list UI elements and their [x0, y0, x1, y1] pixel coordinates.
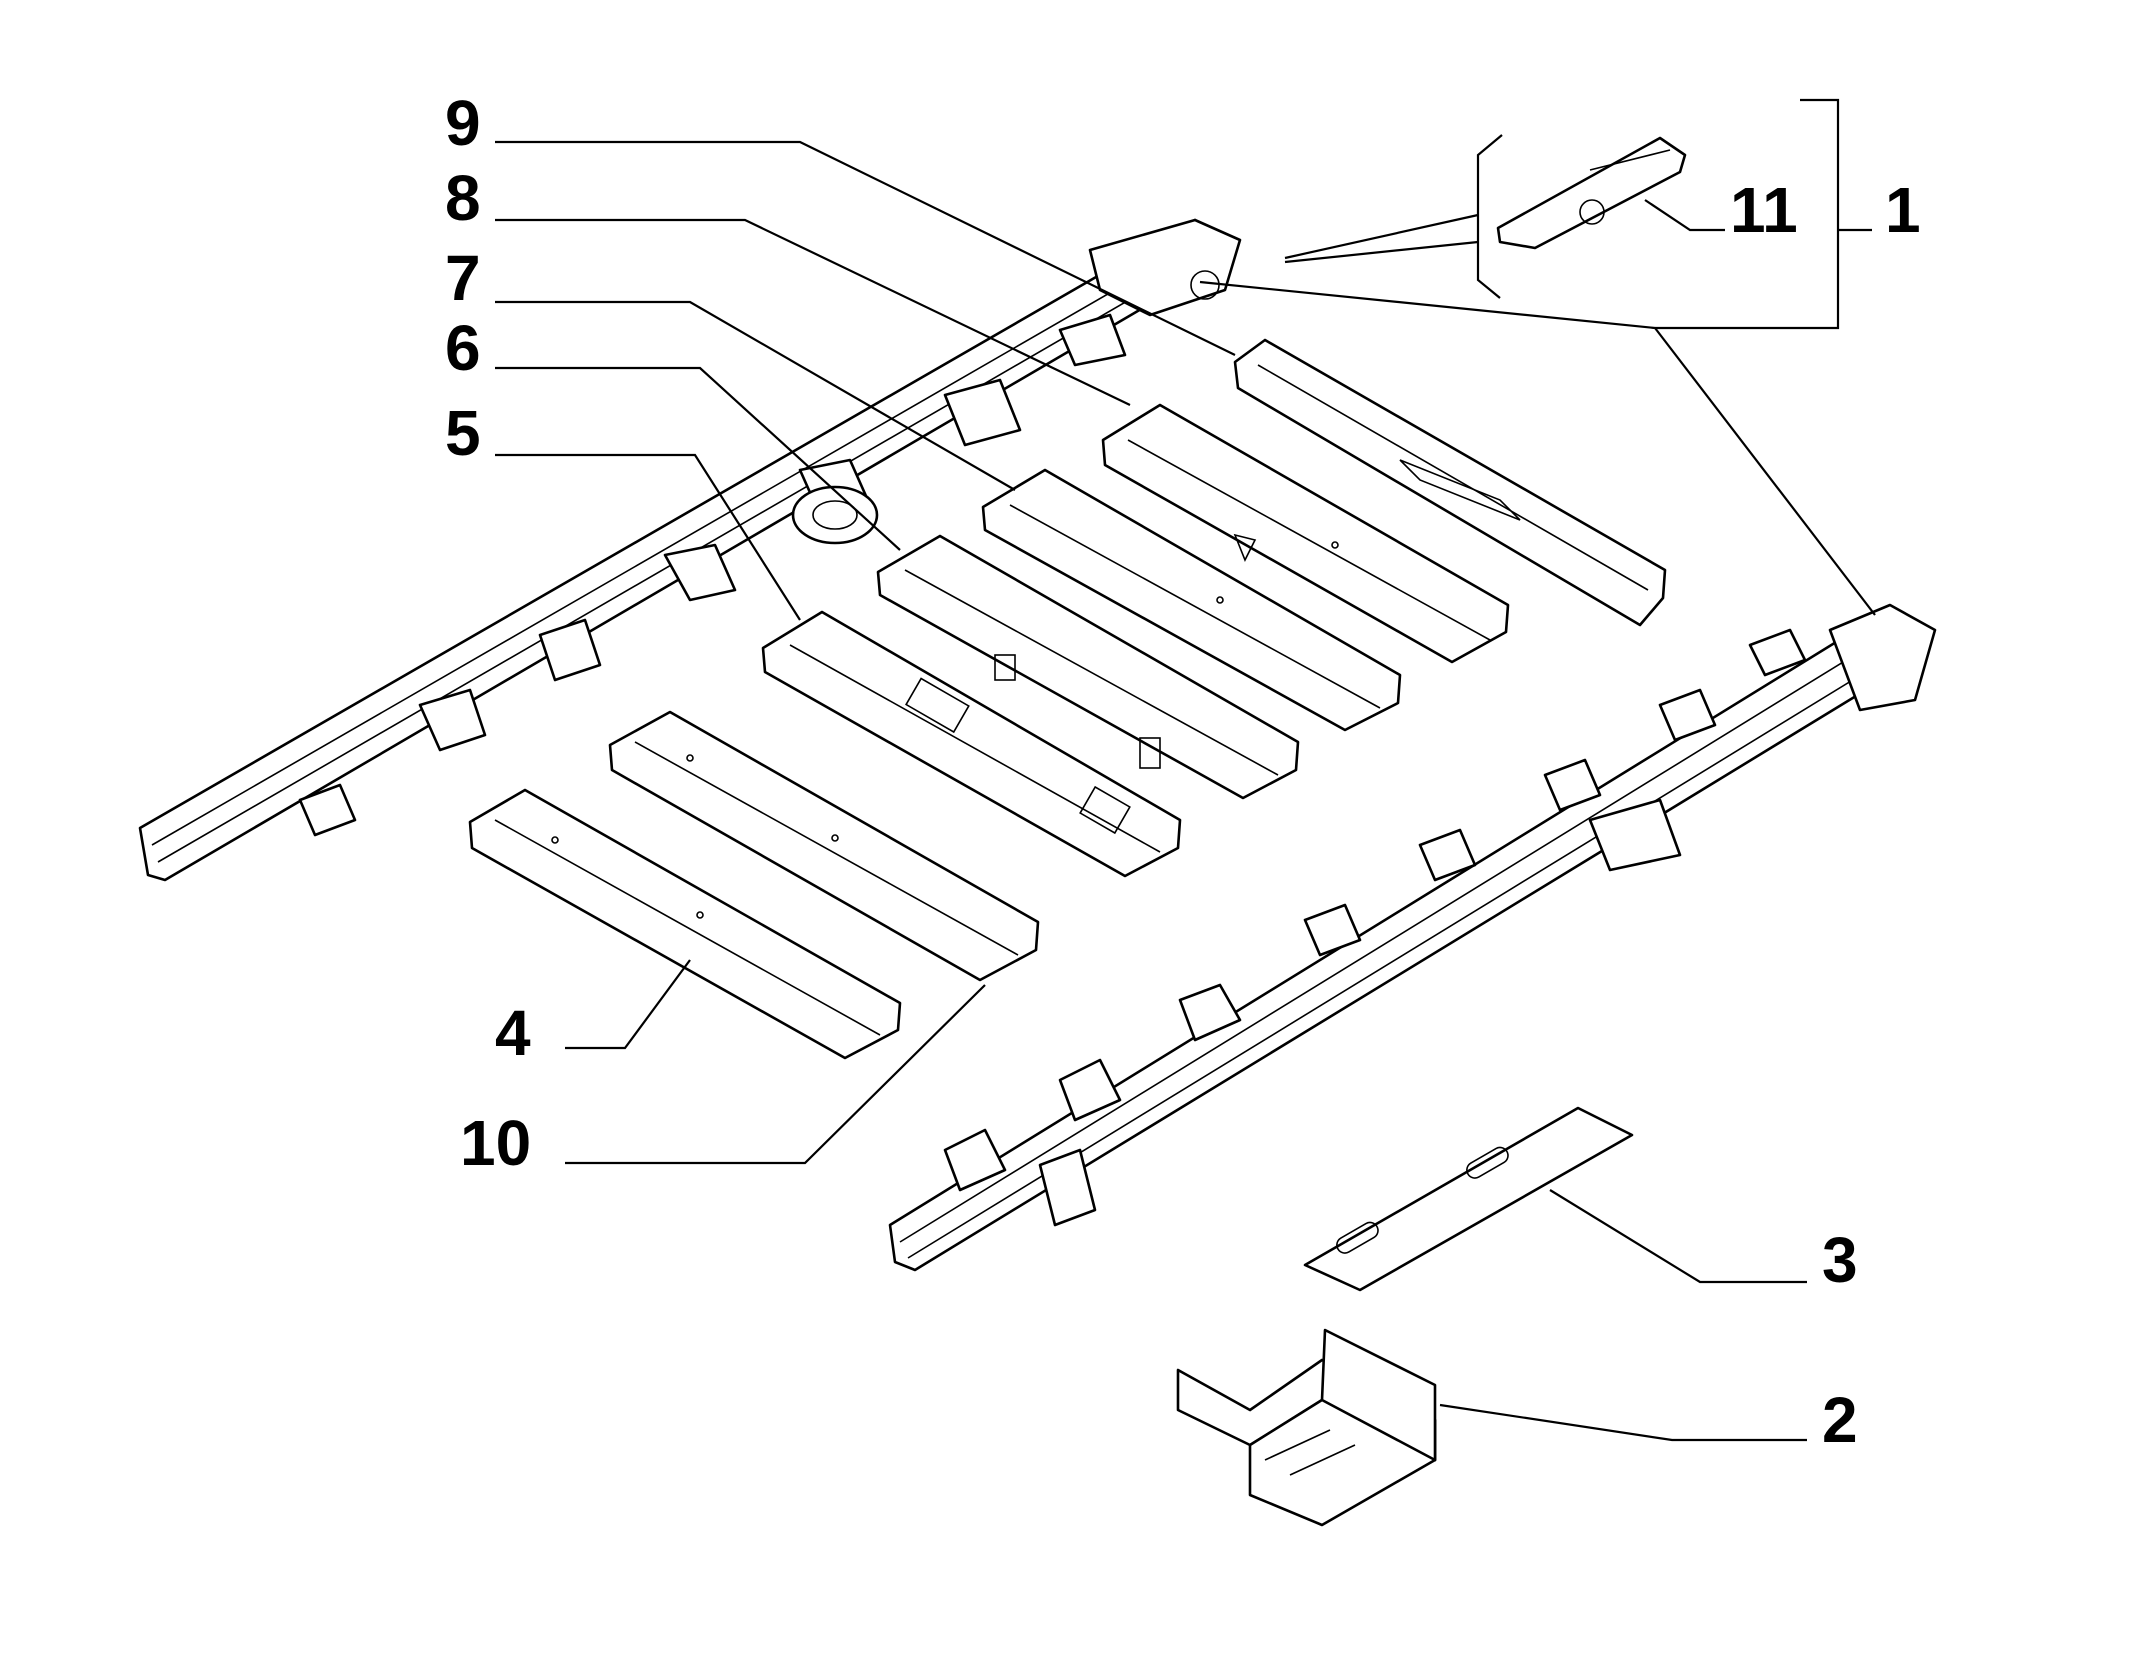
part-2-tray — [1176, 1328, 1437, 1527]
callout-6: 6 — [445, 312, 481, 384]
callout-8: 8 — [445, 162, 481, 234]
cross-member-6 — [876, 534, 1300, 800]
leader-lines — [495, 98, 1876, 1442]
cross-member-9 — [1233, 338, 1667, 627]
callout-9: 9 — [445, 87, 481, 159]
callout-2: 2 — [1822, 1384, 1858, 1456]
cross-member-8 — [1101, 403, 1510, 664]
right-side-rail — [888, 603, 1937, 1272]
callout-1: 1 — [1885, 174, 1921, 246]
part-11-bracket — [1496, 136, 1687, 250]
callout-7: 7 — [445, 242, 481, 314]
callout-10: 10 — [460, 1107, 531, 1179]
cross-member-10 — [608, 710, 1040, 982]
callout-5: 5 — [445, 397, 481, 469]
cross-member-7 — [981, 468, 1402, 732]
cross-member-5 — [761, 610, 1182, 878]
callout-11: 11 — [1730, 174, 1798, 246]
cross-member-4 — [468, 788, 902, 1060]
callout-numbers: 9 8 7 6 5 4 10 3 2 11 1 — [445, 87, 1921, 1456]
part-3-plate — [1303, 1106, 1634, 1292]
left-side-rail — [138, 218, 1242, 882]
callout-3: 3 — [1822, 1224, 1858, 1296]
callout-4: 4 — [495, 997, 531, 1069]
